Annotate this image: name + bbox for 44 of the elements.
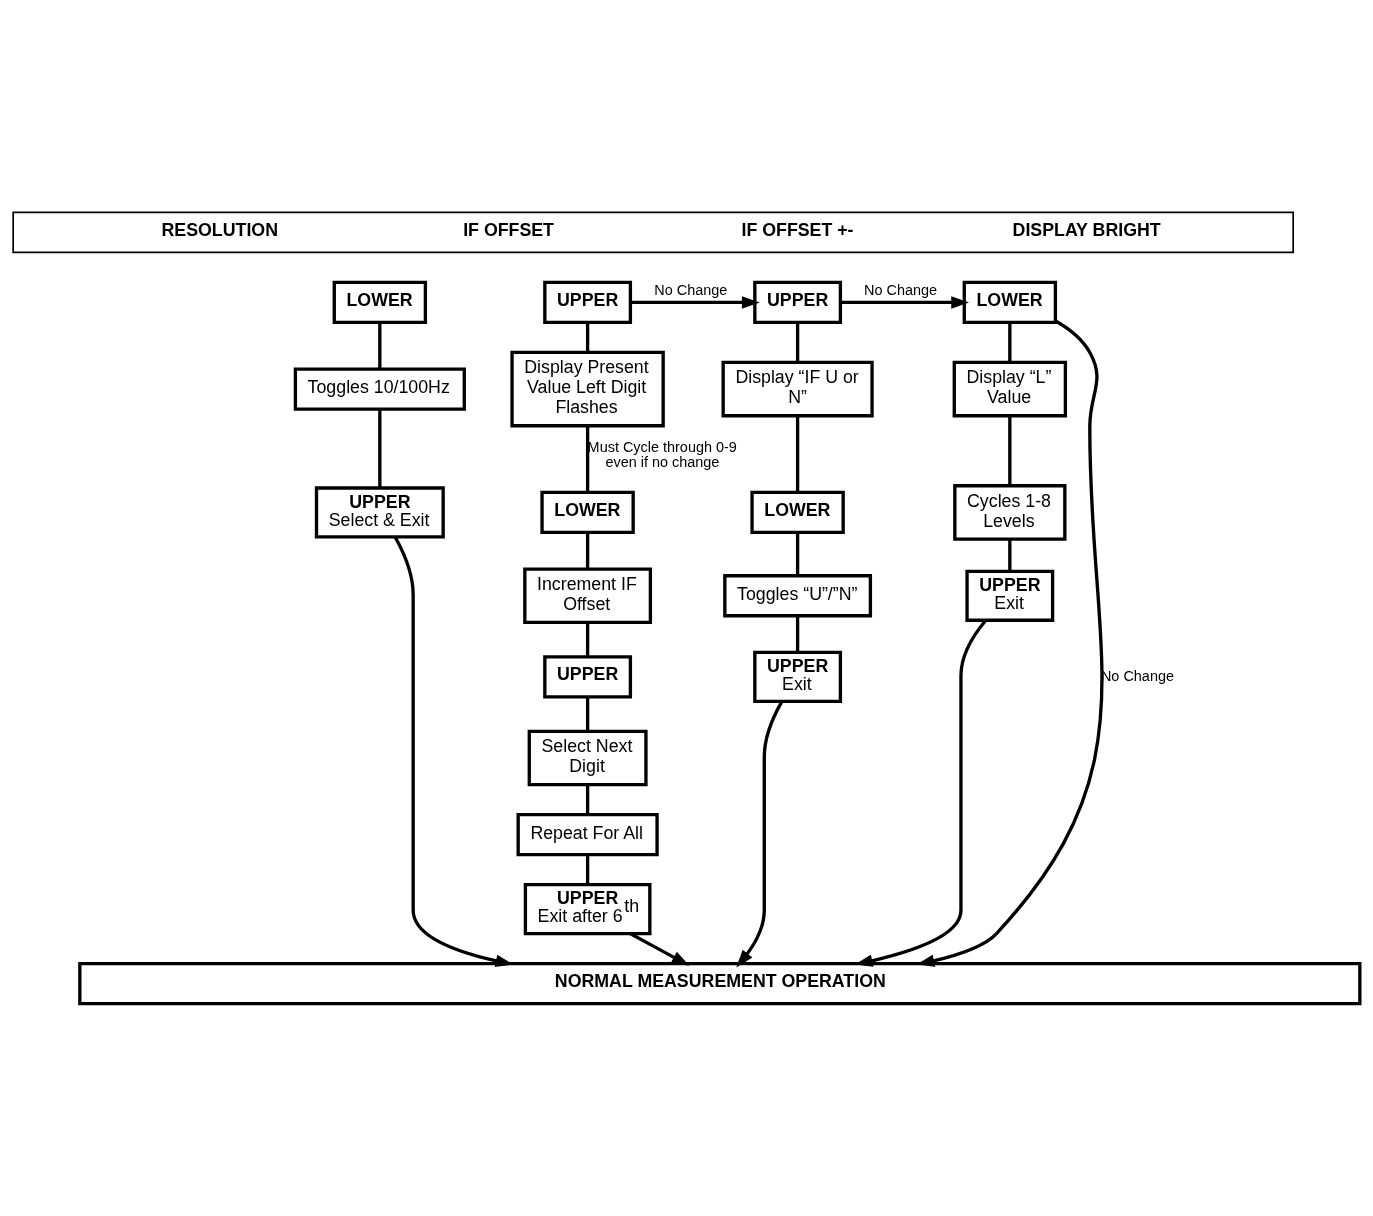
node-box: Increment IF Offset bbox=[523, 567, 653, 625]
arrow bbox=[736, 700, 784, 968]
connector bbox=[585, 622, 590, 657]
connector bbox=[378, 409, 382, 488]
node-box: UPPER Exit bbox=[965, 569, 1055, 622]
connector bbox=[585, 425, 590, 493]
connector bbox=[795, 415, 800, 493]
node-box: Toggles 10/100Hz bbox=[293, 367, 466, 411]
node-box: UPPER bbox=[543, 655, 633, 699]
node-box: Repeat For All bbox=[516, 813, 659, 857]
node-box: Toggles “U”/”N” bbox=[723, 574, 873, 618]
arrow bbox=[629, 932, 690, 966]
connector bbox=[585, 854, 590, 885]
connector bbox=[585, 784, 590, 815]
node-box: Select Next Digit bbox=[527, 729, 648, 787]
node-box: UPPER Exit bbox=[753, 650, 843, 703]
node-box: UPPER bbox=[543, 280, 633, 325]
edge-label: No Change bbox=[654, 282, 728, 299]
edge-label: No Change bbox=[864, 282, 938, 299]
node-box: UPPER bbox=[753, 280, 843, 325]
node-box: UPPER Select & Exit bbox=[314, 486, 445, 539]
connector bbox=[585, 697, 590, 732]
connector bbox=[585, 322, 590, 353]
node-box: LOWER bbox=[332, 280, 428, 325]
node-box: LOWER bbox=[540, 490, 635, 535]
connector bbox=[1008, 322, 1012, 363]
node-box: NORMAL MEASUREMENT OPERATION bbox=[78, 961, 1362, 1006]
node-box: Cycles 1-8 Levels bbox=[953, 484, 1067, 541]
node-box: Display “IF U or N” bbox=[721, 360, 874, 418]
node-box: Display Present Value Left Digit Flashes bbox=[510, 350, 665, 428]
edge-label: Must Cycle through 0-9 even if no change bbox=[587, 438, 737, 471]
arrow bbox=[840, 296, 970, 309]
connector bbox=[378, 322, 382, 369]
node-box: RESOLUTION IF OFFSET IF OFFSET +- DISPLAY BRIGHT bbox=[12, 211, 1294, 254]
arrow bbox=[630, 296, 760, 309]
node-box: LOWER bbox=[750, 490, 845, 535]
connector bbox=[795, 322, 800, 363]
connector bbox=[795, 532, 800, 576]
node-box: LOWER bbox=[962, 280, 1058, 325]
connector bbox=[585, 532, 590, 569]
connector bbox=[795, 616, 800, 653]
node-box: Display “L” Value bbox=[952, 360, 1068, 418]
connector bbox=[1008, 539, 1012, 572]
connector bbox=[1008, 415, 1012, 486]
